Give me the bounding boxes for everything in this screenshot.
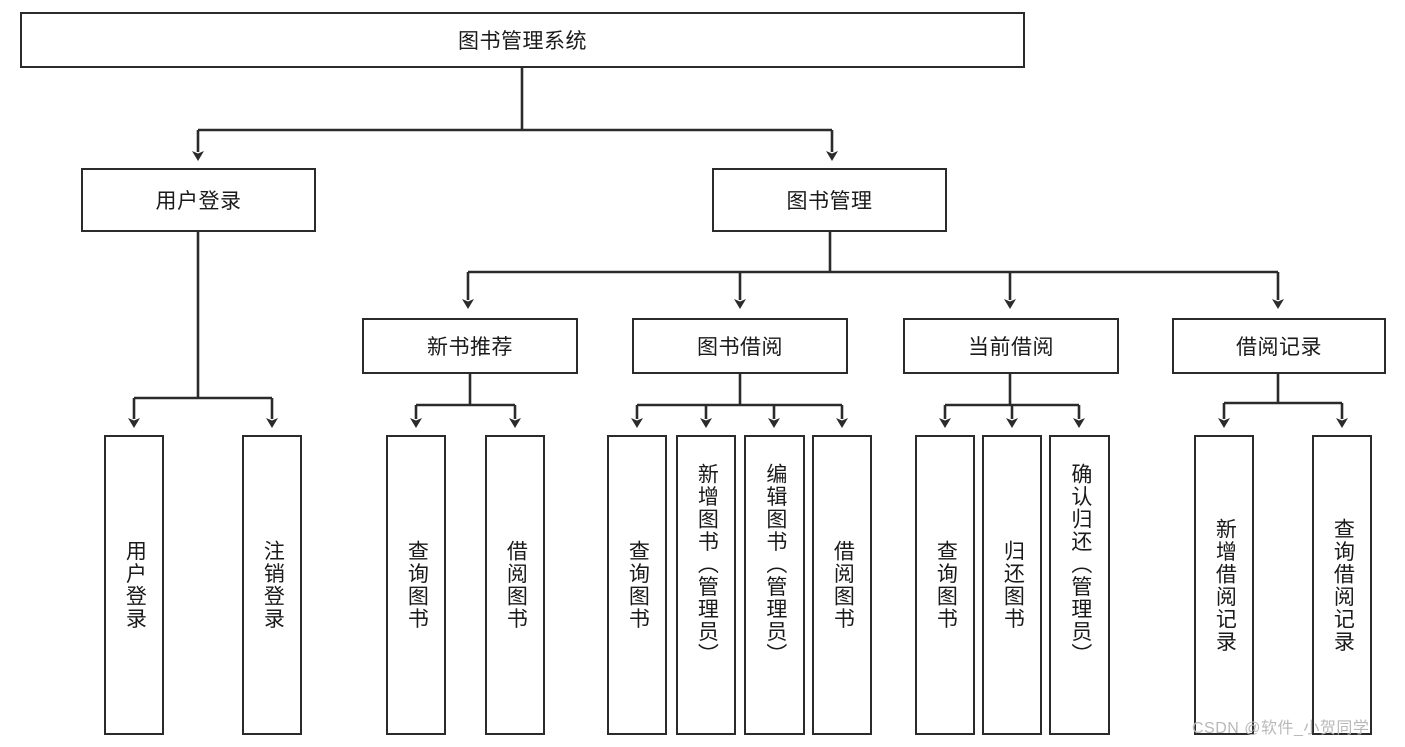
node-leaf-add-borrow-record[interactable]: 新增借阅记录 [1194, 435, 1254, 735]
edge-group-current-borrow [939, 374, 1085, 428]
node-leaf-query-book-borrow[interactable]: 查询图书 [607, 435, 667, 735]
node-current-borrow[interactable]: 当前借阅 [903, 318, 1119, 374]
edge-group-book-management [462, 232, 1284, 309]
node-book-management-label: 图书管理 [786, 190, 873, 213]
node-leaf-confirm-return-admin-label: 确认归还（管理员） [1068, 463, 1092, 666]
node-leaf-user-login[interactable]: 用户登录 [104, 435, 164, 735]
node-borrow-record[interactable]: 借阅记录 [1172, 318, 1386, 374]
node-leaf-borrow-book-label: 借阅图书 [831, 540, 855, 630]
node-leaf-query-borrow-record[interactable]: 查询借阅记录 [1312, 435, 1372, 735]
node-current-borrow-label: 当前借阅 [968, 336, 1054, 359]
edge-group-new-book-recommend [410, 374, 521, 428]
node-new-book-recommend[interactable]: 新书推荐 [362, 318, 578, 374]
node-leaf-borrow-book-rec-label: 借阅图书 [504, 540, 528, 630]
edge-group-root [192, 68, 838, 161]
node-leaf-edit-book-admin-label: 编辑图书（管理员） [763, 463, 787, 666]
node-user-login-label: 用户登录 [155, 190, 242, 213]
node-leaf-query-book-rec[interactable]: 查询图书 [386, 435, 446, 735]
node-leaf-return-book-label: 归还图书 [1001, 540, 1025, 630]
node-borrow-record-label: 借阅记录 [1236, 336, 1322, 359]
node-book-borrow-label: 图书借阅 [697, 336, 783, 359]
node-leaf-add-book-admin-label: 新增图书（管理员） [695, 463, 719, 666]
node-root[interactable]: 图书管理系统 [20, 12, 1025, 68]
node-leaf-confirm-return-admin[interactable]: 确认归还（管理员） [1049, 435, 1110, 735]
edge-group-book-borrow [631, 374, 848, 428]
node-leaf-borrow-book-rec[interactable]: 借阅图书 [485, 435, 545, 735]
edge-group-borrow-record [1218, 374, 1348, 428]
node-leaf-user-login-label: 用户登录 [123, 540, 147, 630]
node-leaf-query-borrow-record-label: 查询借阅记录 [1331, 517, 1355, 653]
node-leaf-query-book-borrow-label: 查询图书 [626, 540, 650, 630]
node-book-management[interactable]: 图书管理 [712, 168, 947, 232]
node-leaf-borrow-book[interactable]: 借阅图书 [812, 435, 872, 735]
node-leaf-query-book-current[interactable]: 查询图书 [915, 435, 975, 735]
node-leaf-logout[interactable]: 注销登录 [242, 435, 302, 735]
node-leaf-logout-label: 注销登录 [261, 540, 285, 630]
node-root-label: 图书管理系统 [458, 30, 587, 53]
node-leaf-add-borrow-record-label: 新增借阅记录 [1213, 517, 1237, 653]
node-leaf-query-book-rec-label: 查询图书 [405, 540, 429, 630]
node-leaf-query-book-current-label: 查询图书 [934, 540, 958, 630]
edge-group-user-login [128, 232, 278, 428]
node-new-book-recommend-label: 新书推荐 [427, 336, 513, 359]
node-book-borrow[interactable]: 图书借阅 [632, 318, 848, 374]
node-leaf-add-book-admin[interactable]: 新增图书（管理员） [676, 435, 736, 735]
node-leaf-edit-book-admin[interactable]: 编辑图书（管理员） [744, 435, 805, 735]
node-leaf-return-book[interactable]: 归还图书 [982, 435, 1042, 735]
node-user-login[interactable]: 用户登录 [81, 168, 316, 232]
